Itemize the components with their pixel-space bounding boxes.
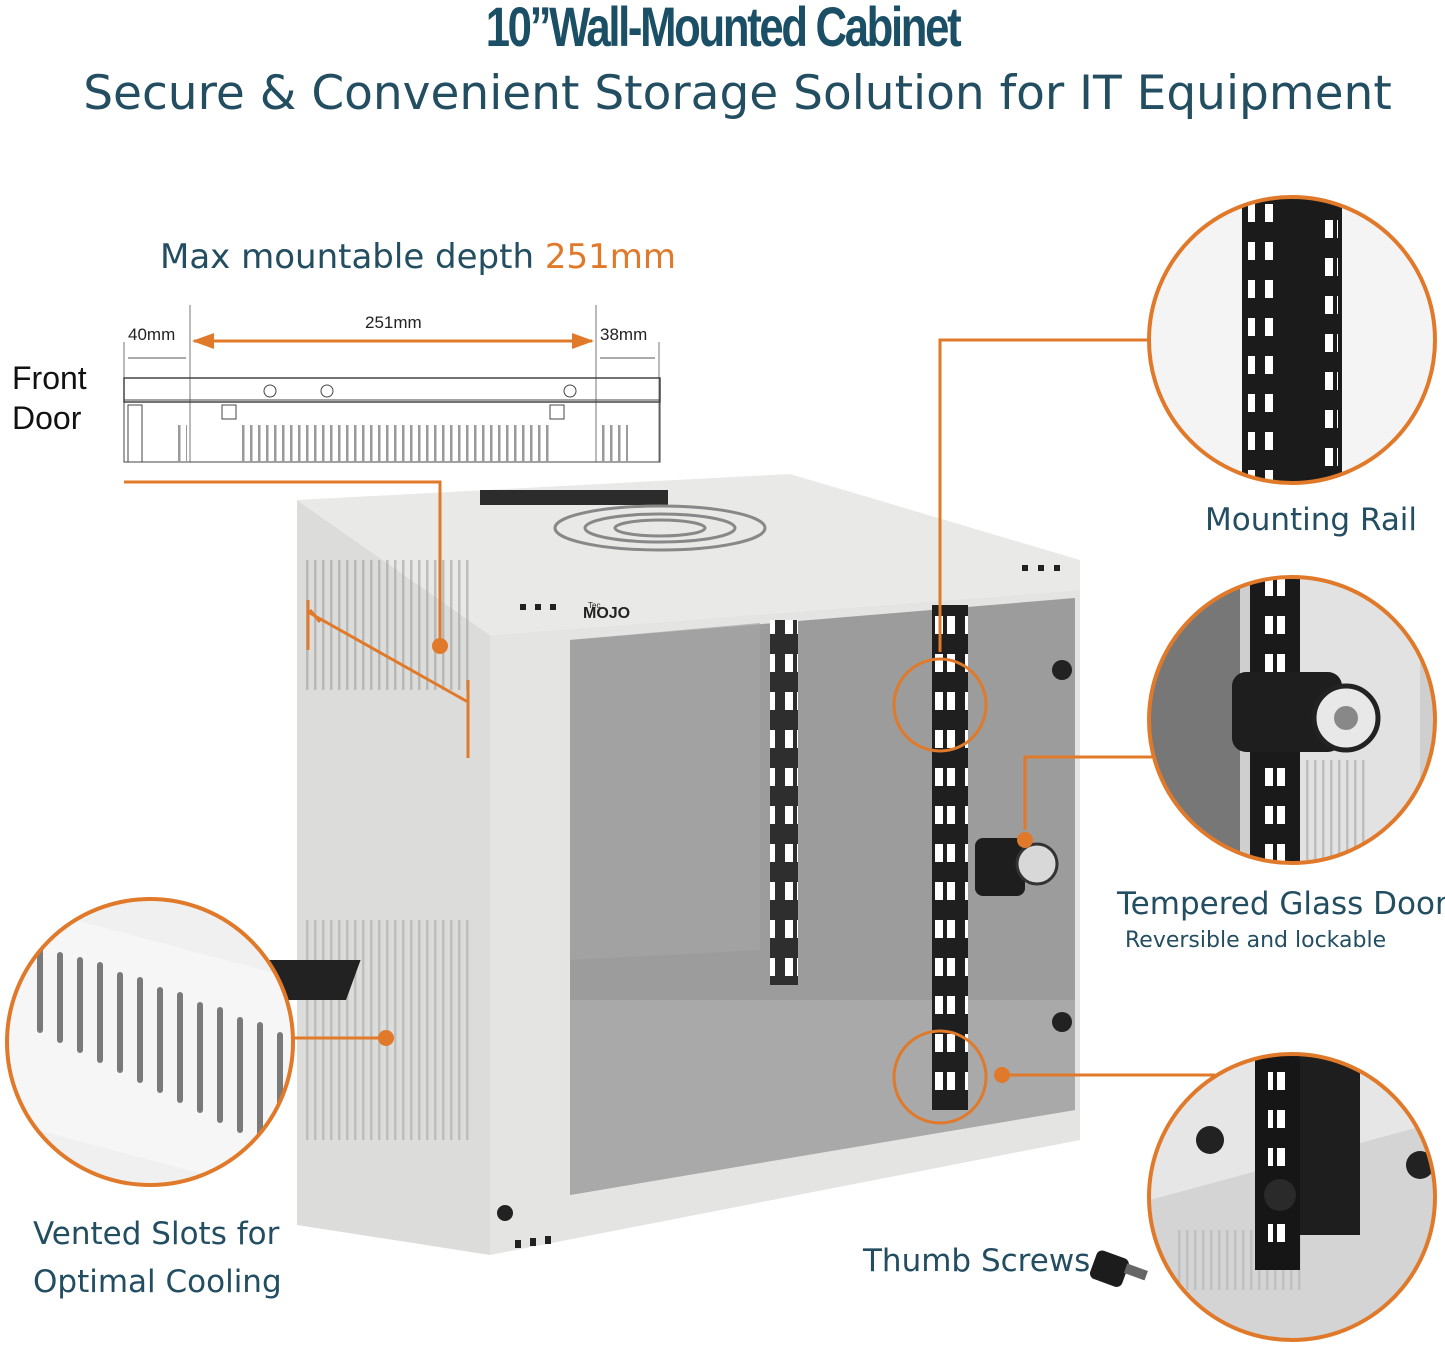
- depth-heading-prefix: Max mountable depth: [160, 237, 545, 277]
- front-door-line1: Front: [12, 360, 87, 396]
- depth-diagram: [123, 305, 661, 463]
- depth-heading: Max mountable depth 251mm: [160, 237, 676, 277]
- front-door-line2: Door: [12, 400, 82, 436]
- callout-lines: [124, 338, 1271, 1246]
- mounting-rail-label: Mounting Rail: [1205, 502, 1418, 538]
- glass-door-label: Tempered Glass Door: [1117, 886, 1445, 922]
- thumb-screws-label: Thumb Screws: [863, 1243, 1091, 1279]
- dimension-rear: 38mm: [600, 325, 648, 344]
- vented-line1: Vented Slots for: [33, 1216, 280, 1252]
- mounting-rail-zoom: [1147, 195, 1437, 485]
- thumb-screw-zoom: [1089, 1052, 1437, 1342]
- cabinet: [236, 474, 1080, 1255]
- vented-slots-label: Vented Slots for Optimal Cooling: [33, 1210, 282, 1306]
- vented-line2: Optimal Cooling: [33, 1264, 282, 1300]
- page-subtitle: Secure & Convenient Storage Solution for…: [83, 66, 1392, 121]
- glass-door-sublabel: Reversible and lockable: [1125, 928, 1387, 953]
- page-title: 10”Wall-Mounted Cabinet: [485, 0, 962, 58]
- thumb-screw-icon: [1089, 1250, 1148, 1287]
- brand-logo-small: Tec: [588, 601, 601, 610]
- dimension-front: 40mm: [128, 325, 176, 344]
- front-door-label: Front Door: [12, 358, 87, 438]
- dimension-mount: 251mm: [365, 313, 422, 332]
- lock-zoom: [1147, 575, 1437, 865]
- vented-slots-zoom: [5, 897, 295, 1187]
- brand-logo: MOJO: [583, 605, 631, 622]
- depth-heading-value: 251mm: [544, 237, 676, 277]
